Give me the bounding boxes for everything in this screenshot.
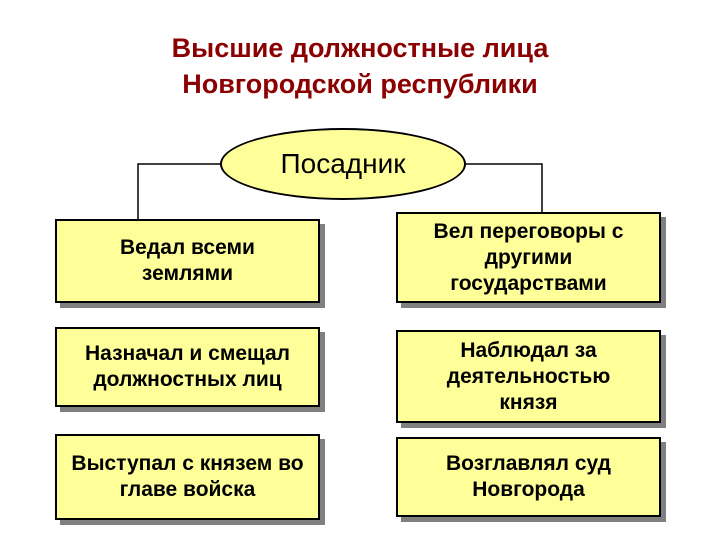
connector-right bbox=[464, 163, 543, 212]
root-node-posadnik: Посадник bbox=[220, 128, 466, 200]
title-line-1: Высшие должностные лица bbox=[171, 33, 549, 63]
connector-left bbox=[137, 163, 222, 219]
duty-box-right-1: Вел переговоры с другими государствами bbox=[396, 212, 661, 303]
diagram-title: Высшие должностные лица Новгородской рес… bbox=[0, 30, 720, 102]
title-line-2: Новгородской республики bbox=[182, 69, 538, 99]
duty-box-left-2: Назначал и смещал должностных лиц bbox=[55, 327, 320, 407]
duty-box-right-2: Наблюдал за деятельностью князя bbox=[396, 330, 661, 423]
duty-box-left-1: Ведал всеми землями bbox=[55, 219, 320, 303]
duty-box-right-3: Возглавлял суд Новгорода bbox=[396, 437, 661, 517]
duty-box-left-3: Выступал с князем во главе войска bbox=[55, 434, 320, 520]
